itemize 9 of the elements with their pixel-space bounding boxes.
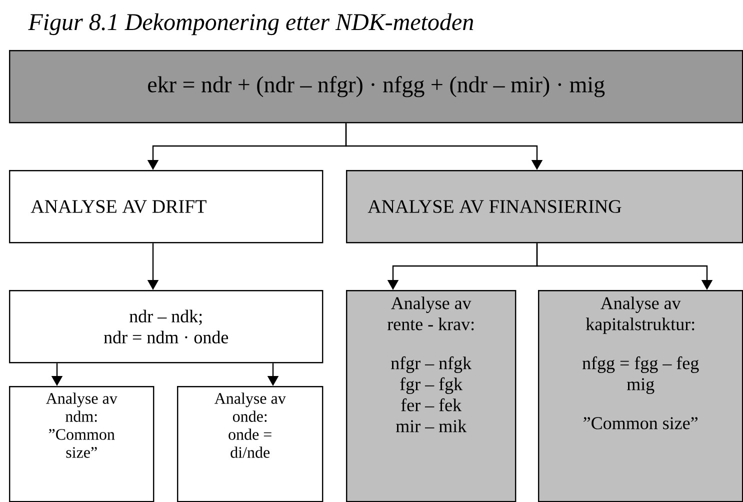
- analysis-box: Analyse av onde: onde = di/nde: [177, 386, 324, 502]
- analysis-box: Analyse av ndm: ”Common size”: [9, 386, 154, 502]
- analysis-box: Analyse av kapitalstruktur: nfgg = fgg – feg mig ”Common size”: [538, 290, 743, 502]
- analysis-box: ndr – ndk; ndr = ndm · onde: [9, 290, 324, 364]
- analysis-box: ANALYSE AV DRIFT: [9, 170, 324, 244]
- analysis-box: ekr = ndr + (ndr – nfgr) · nfgg + (ndr – mir) · mig: [9, 50, 743, 124]
- figure-title: Figur 8.1 Dekomponering etter NDK-metoden: [28, 13, 474, 36]
- analysis-box: Analyse av rente - krav: nfgr – nfgk fgr – fgk fer – fek mir – mik: [346, 290, 516, 502]
- analysis-box: ANALYSE AV FINANSIERING: [346, 170, 743, 244]
